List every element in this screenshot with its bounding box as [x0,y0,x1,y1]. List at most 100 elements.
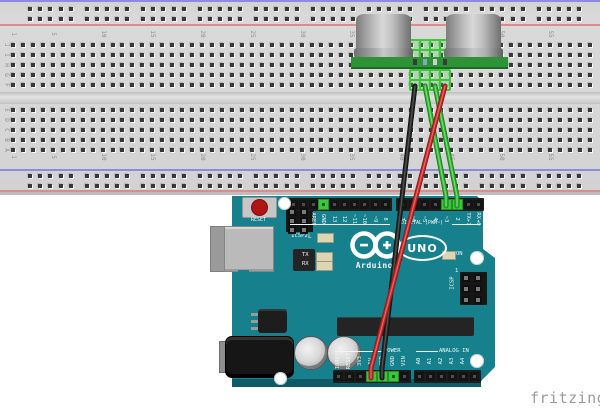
breadboard-hole [528,108,533,112]
breadboard-hole [170,118,175,122]
breadboard-rail-hole [387,184,392,188]
breadboard-hole [588,138,593,142]
power-pin-gnd[interactable] [377,371,387,381]
usb-connector [224,226,274,272]
breadboard-hole [289,118,294,122]
breadboard-hole [239,83,244,87]
icsp-pin1-label: 1 [455,268,459,274]
breadboard-hole [100,128,105,132]
breadboard-hole [140,108,145,112]
breadboard-hole [259,43,264,47]
breadboard-hole [249,148,254,152]
analog-pin-a3[interactable] [447,371,457,381]
breadboard-hole [269,118,274,122]
breadboard-rail-hole [367,174,371,178]
breadboard-hole [568,73,573,77]
breadboard-hole [150,128,155,132]
breadboard-hole [319,43,324,47]
icsp-pin[interactable] [462,285,470,293]
reset-button-cap[interactable] [251,199,268,216]
power-pin-gnd[interactable] [388,371,398,381]
breadboard-hole [548,43,553,47]
digital_left-pin-12[interactable] [339,199,349,209]
icsp2-pin[interactable] [288,208,296,216]
digital_left-pin-gnd[interactable] [318,199,328,209]
breadboard-hole [40,148,45,152]
breadboard-hole [210,148,214,152]
power-pin-reset[interactable] [344,371,354,381]
icsp-pin[interactable] [462,274,470,282]
digital_left-pin-label: ~9 [372,215,378,223]
analog-pin-a2[interactable] [436,371,446,381]
icsp2-pin[interactable] [300,226,308,234]
icsp-pin[interactable] [474,296,482,304]
digital_left-pin-11[interactable] [349,199,359,209]
breadboard-rail-hole [141,7,145,11]
digital_right-pin-rx0[interactable] [473,199,483,209]
sensor-pcb [351,57,508,69]
breadboard-hole [160,128,165,132]
breadboard-rail-hole [341,184,346,188]
power-pin-vin[interactable] [399,371,409,381]
analog-pin-a0[interactable] [414,371,424,381]
breadboard-hole [70,138,75,142]
digital_right-pin-tx1[interactable] [463,199,473,209]
breadboard-hole [399,118,404,122]
breadboard-hole [279,138,284,142]
breadboard-hole [588,108,593,112]
breadboard-hole [11,63,15,67]
digital_left-pin[interactable] [288,199,298,209]
breadboard-hole [259,108,264,112]
breadboard-hole [140,63,145,67]
breadboard-hole [259,128,264,132]
breadboard-hole [458,73,463,77]
breadboard-hole [448,118,453,122]
icsp-pin[interactable] [462,296,470,304]
breadboard-hole [518,63,523,67]
icsp-pin[interactable] [474,285,482,293]
breadboard-hole [478,108,483,112]
power-pin-3v3[interactable] [355,371,365,381]
breadboard[interactable]: 1155101015152020252530303535404045455050… [0,0,600,195]
power-pin-5v[interactable] [366,371,376,381]
power-pin-label: VIN [401,356,407,366]
digital_left-pin-10[interactable] [359,199,369,209]
analog-pin-a4[interactable] [458,371,468,381]
breadboard-hole [200,148,205,152]
breadboard-hole [389,118,394,122]
analog-pin-a1[interactable] [425,371,435,381]
breadboard-hole [319,138,324,142]
silkscreen-line [416,351,438,352]
breadboard-hole [468,138,473,142]
digital_left-pin-aref[interactable] [308,199,318,209]
breadboard-hole [409,43,413,47]
analog-pin-a5[interactable] [469,371,479,381]
icsp2-pin[interactable] [288,217,296,225]
breadboard-hole [518,43,523,47]
breadboard-hole [50,43,55,47]
breadboard-hole [40,118,45,122]
breadboard-column-number: 35 [348,30,356,38]
breadboard-rail-hole [264,174,269,178]
breadboard-hole [498,148,503,152]
breadboard-rail-hole [341,7,346,11]
breadboard-hole [150,118,155,122]
breadboard-rail-hole [48,7,53,11]
breadboard-hole [180,83,185,87]
breadboard-hole [130,108,135,112]
breadboard-rail-hole [58,184,63,188]
icsp2-pin[interactable] [288,226,296,234]
icsp2-pin[interactable] [300,208,308,216]
power-pin-ioref[interactable] [333,371,343,381]
digital_left-pin-13[interactable] [329,199,339,209]
breadboard-hole [538,43,543,47]
icsp2-pin[interactable] [300,217,308,225]
silkscreen-line [335,351,383,352]
digital_left-pin-label: ~11 [351,214,357,224]
breadboard-hole [528,53,533,57]
breadboard-hole [180,73,185,77]
breadboard-hole [448,138,453,142]
icsp-pin[interactable] [474,274,482,282]
breadboard-hole [70,118,75,122]
digital_left-pin[interactable] [298,199,308,209]
